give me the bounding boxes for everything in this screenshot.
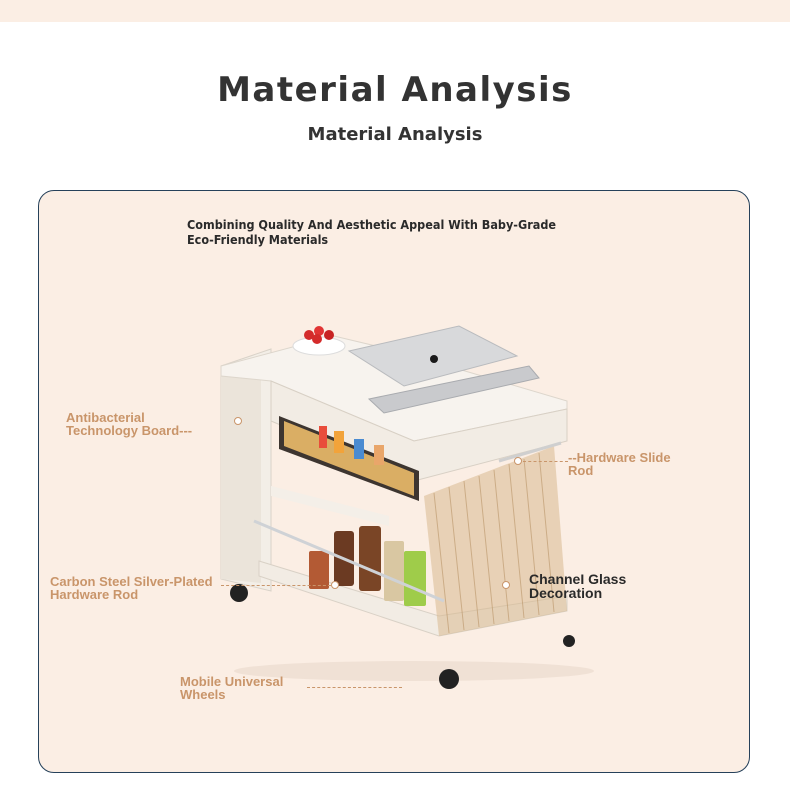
page-title: Material Analysis <box>217 70 573 110</box>
callout-dot-carbon <box>331 581 339 589</box>
callout-carbon-steel-rod: Carbon Steel Silver-Plated Hardware Rod <box>50 575 213 601</box>
callout-antibacterial-line-1: Antibacterial <box>66 410 145 425</box>
callout-dot-glass <box>502 581 510 589</box>
callout-line-wheels <box>307 687 402 688</box>
callout-glass-line-2: Decoration <box>529 585 603 601</box>
callout-hardware-slide-line-2: Rod <box>568 463 594 478</box>
callout-carbon-line-1: Carbon Steel Silver-Plated <box>50 574 213 589</box>
material-analysis-panel: Combining Quality And Aesthetic Appeal W… <box>38 190 750 773</box>
intro-line-2: Eco-Friendly Materials <box>187 232 329 247</box>
callout-dot-antibacterial <box>234 417 242 425</box>
callout-antibacterial-board: Antibacterial Technology Board--- <box>66 411 192 437</box>
callout-glass-line-1: ChanneI Glass <box>529 571 627 587</box>
top-banner-strip <box>0 0 790 22</box>
page-subtitle: Material Analysis <box>307 124 483 145</box>
callout-hardware-slide-line-1: --Hardware Slide <box>568 450 671 465</box>
callout-mobile-wheels: Mobile Universal Wheels <box>180 675 283 701</box>
callout-antibacterial-line-2: Technology Board--- <box>66 423 193 438</box>
intro-text: Combining Quality And Aesthetic Appeal W… <box>187 217 607 247</box>
intro-line-1: Combining Quality And Aesthetic Appeal W… <box>187 217 557 232</box>
callout-hardware-slide-rod: --Hardware Slide Rod <box>568 451 671 477</box>
callout-wheels-line-1: Mobile Universal <box>180 674 284 689</box>
callout-line-carbon <box>221 585 331 586</box>
callout-channel-glass: ChanneI Glass Decoration <box>529 572 626 600</box>
side-cabinet-product-image <box>220 325 594 689</box>
callout-line-hardware-slide <box>523 461 568 462</box>
callout-dot-hardware-slide <box>514 457 522 465</box>
callout-wheels-line-2: Wheels <box>180 687 226 702</box>
callout-carbon-line-2: Hardware Rod <box>50 587 139 602</box>
